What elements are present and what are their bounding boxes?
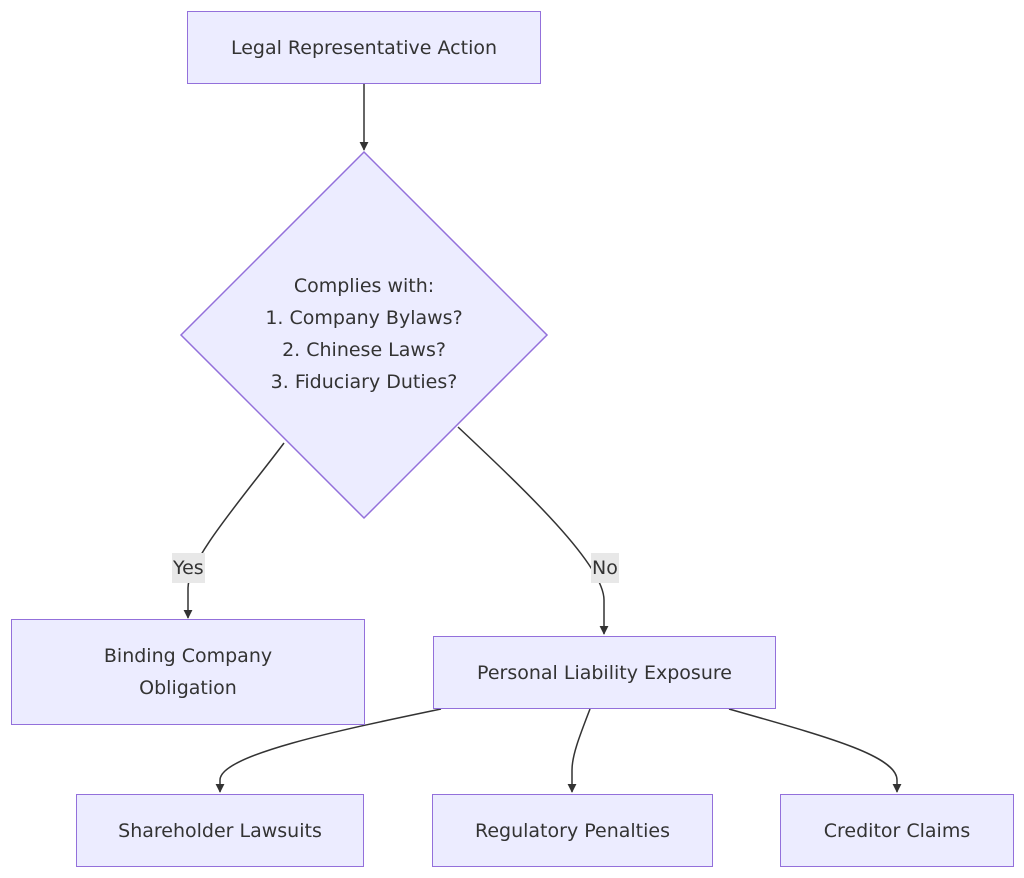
- creditor-claims-label: Creditor Claims: [823, 819, 971, 842]
- creditor-claims-node: Creditor Claims: [780, 794, 1014, 867]
- edge-personal-to-creditor: [728, 708, 902, 793]
- shareholder-lawsuits-node: Shareholder Lawsuits: [76, 794, 364, 867]
- edge-decision-to-binding: [183, 442, 285, 619]
- binding-line-2: Obligation: [139, 677, 237, 699]
- edge-decision-to-personal: [457, 426, 609, 635]
- shareholder-lawsuits-label: Shareholder Lawsuits: [118, 819, 322, 842]
- decision-line-2: 1. Company Bylaws?: [265, 307, 463, 329]
- start-node: Legal Representative Action: [187, 11, 541, 84]
- edge-label-no: No: [591, 553, 619, 583]
- decision-line-1: Complies with:: [293, 275, 435, 297]
- decision-line-4: 3. Fiduciary Duties?: [270, 371, 458, 393]
- decision-line-3: 2. Chinese Laws?: [282, 339, 446, 361]
- binding-obligation-node: Binding Company Obligation: [11, 619, 365, 725]
- edge-personal-to-shareholder: [215, 708, 442, 793]
- regulatory-penalties-label: Regulatory Penalties: [475, 819, 670, 842]
- regulatory-penalties-node: Regulatory Penalties: [432, 794, 713, 867]
- start-node-label: Legal Representative Action: [230, 36, 498, 59]
- binding-line-1: Binding Company: [103, 645, 273, 667]
- personal-liability-node: Personal Liability Exposure: [433, 636, 776, 709]
- edge-personal-to-regulatory: [567, 708, 591, 793]
- decision-diamond: [179, 150, 549, 520]
- personal-liability-label: Personal Liability Exposure: [477, 661, 732, 684]
- edge-label-yes: Yes: [172, 553, 205, 583]
- decision-node-text: Complies with: 1. Company Bylaws? 2. Chi…: [214, 270, 514, 398]
